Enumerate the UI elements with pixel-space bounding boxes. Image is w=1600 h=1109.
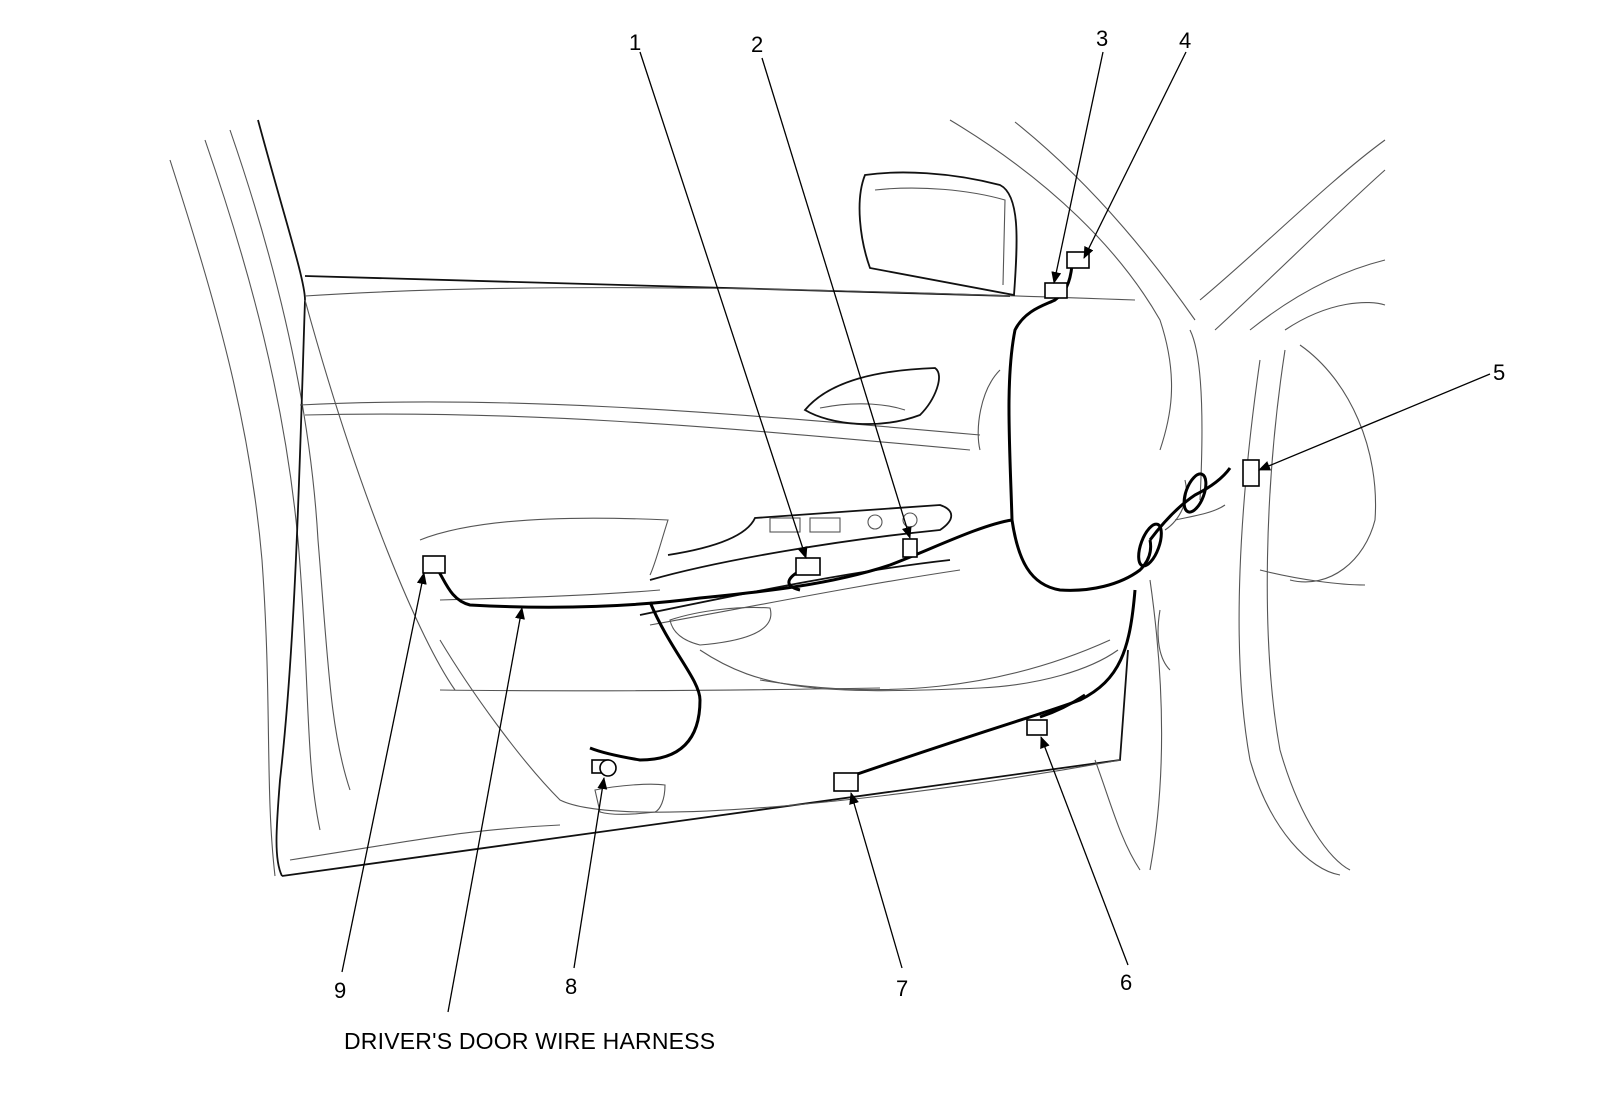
callout-5: 5	[1493, 360, 1505, 385]
door-panel-outline	[299, 275, 1136, 813]
connector-9	[422, 555, 446, 574]
door-handle	[803, 367, 940, 425]
connector-6	[1026, 719, 1048, 736]
side-mirror	[858, 171, 1018, 297]
callout-9: 9	[334, 978, 346, 1003]
callout-6: 6	[1120, 970, 1132, 995]
door-frame-outline	[169, 119, 1129, 877]
connector-5	[1242, 459, 1260, 487]
harness-caption: DRIVER'S DOOR WIRE HARNESS	[344, 1028, 715, 1054]
callout-1: 1	[629, 30, 641, 55]
connector-4	[1066, 251, 1090, 269]
callout-4: 4	[1179, 28, 1191, 53]
connector-7	[833, 772, 859, 792]
connectors	[422, 251, 1260, 815]
connector-3	[1044, 282, 1068, 299]
connector-1	[795, 557, 821, 576]
leader-lines	[341, 51, 1491, 1013]
callout-7: 7	[896, 976, 908, 1001]
car-body-right	[949, 119, 1386, 876]
callout-8: 8	[565, 974, 577, 999]
armrest-switch-panel	[639, 504, 961, 646]
driver-door-wire-harness	[434, 264, 1232, 782]
callout-2: 2	[751, 32, 763, 57]
callout-3: 3	[1096, 26, 1108, 51]
callout-labels: 1 2 3 4 5 6 7 8 9 DRIVER'S DOOR WIRE HAR…	[334, 26, 1505, 1054]
connector-2	[902, 538, 918, 558]
